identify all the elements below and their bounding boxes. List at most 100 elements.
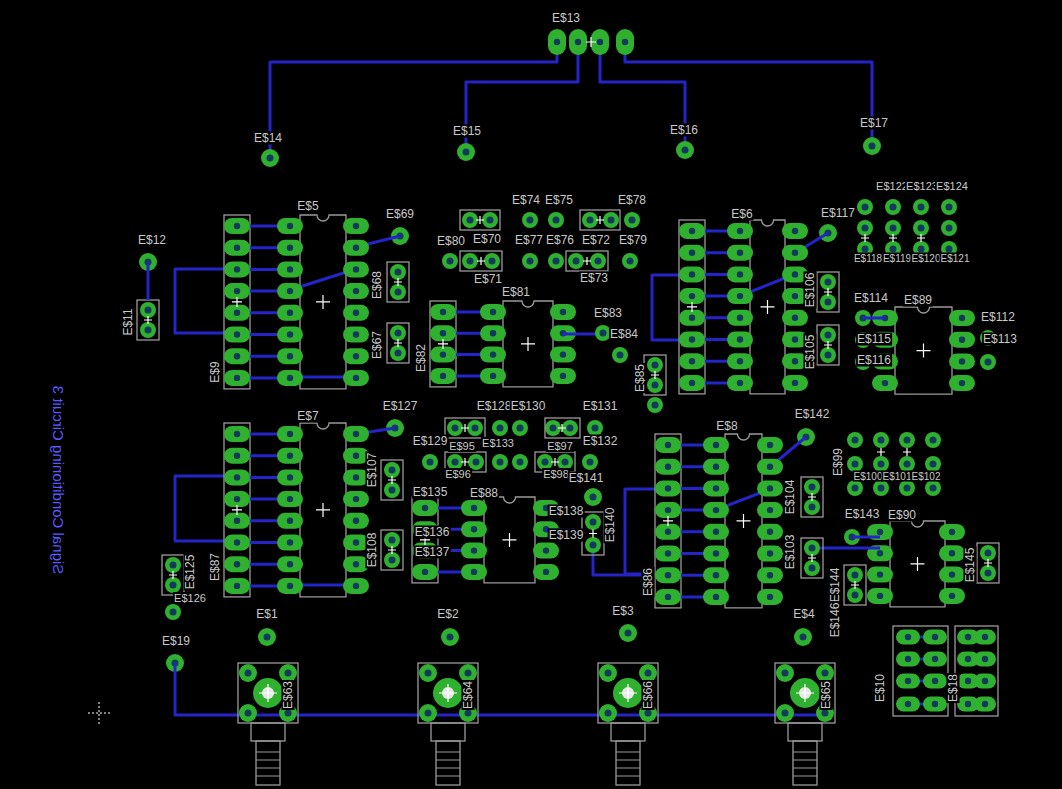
connector-body [256, 741, 280, 785]
smd-pad [277, 370, 303, 386]
part-name: E$115 [856, 333, 892, 346]
drill-hole [689, 380, 695, 386]
copper-trace [147, 262, 150, 300]
ic-outline [300, 215, 346, 389]
round-pad [390, 284, 406, 300]
drill-hole [287, 266, 293, 272]
drill-hole [665, 529, 671, 535]
part-name: E$69 [385, 208, 415, 221]
smd-pad [679, 245, 705, 261]
round-pad [522, 212, 538, 228]
part-name: E$10 [874, 673, 887, 703]
smd-pad [343, 283, 369, 299]
drill-hole [425, 670, 432, 677]
part-outline [582, 512, 604, 555]
part-outline [137, 300, 159, 340]
drill-hole [822, 670, 829, 677]
drill-hole [792, 271, 798, 277]
drill-hole [890, 246, 897, 253]
round-pad [584, 488, 602, 506]
drill-hole [395, 350, 402, 357]
smd-pad [224, 491, 250, 507]
drill-hole [825, 332, 832, 339]
drill-hole [622, 39, 628, 45]
smd-pad [757, 546, 783, 562]
round-pad [590, 253, 606, 269]
part-name: E$15 [452, 125, 482, 138]
part-name: E$98 [542, 468, 570, 480]
smd-pad [679, 353, 705, 369]
drill-hole [665, 507, 671, 513]
smd-pad [703, 480, 729, 496]
drill-hole [767, 464, 773, 470]
drill-hole [932, 678, 938, 684]
drill-hole [965, 656, 971, 662]
round-pad [624, 212, 640, 228]
smd-pad [224, 469, 250, 485]
smd-pad [343, 218, 369, 234]
origin-cross [889, 234, 897, 242]
drill-hole [852, 592, 859, 599]
origin-cross [477, 257, 485, 265]
drill-hole [287, 288, 293, 294]
copper-trace [466, 42, 578, 152]
connector-ridge [793, 760, 817, 761]
origin-mark [88, 702, 110, 724]
part-name: E$85 [634, 363, 647, 393]
part-name: E$79 [618, 234, 648, 247]
smd-pad [224, 535, 250, 551]
smd-pad [277, 513, 303, 529]
round-pad [676, 141, 694, 159]
origin-cross [394, 339, 402, 347]
connector-ridge [436, 776, 460, 777]
part-name: E$95 [448, 440, 476, 452]
origin-cross [589, 530, 597, 538]
part-name: E$136 [414, 526, 451, 539]
connector-ridge [436, 760, 460, 761]
round-pad [442, 253, 458, 269]
connector-ridge [793, 776, 817, 777]
part-name: E$132 [582, 435, 619, 448]
drill-hole [959, 315, 965, 321]
smd-pad [533, 543, 559, 559]
smd-pad [277, 491, 303, 507]
smd-pad [224, 578, 250, 594]
round-pad [522, 253, 538, 269]
drill-hole [471, 526, 477, 532]
round-pad [390, 264, 406, 280]
drill-hole [946, 225, 953, 232]
smd-pad [224, 327, 250, 343]
part-name: E$118 [853, 253, 883, 264]
smd-pad [461, 521, 487, 537]
origin-cross [259, 684, 277, 702]
part-outline [387, 323, 409, 363]
drill-hole [905, 701, 911, 707]
smd-pad [727, 353, 753, 369]
drill-hole [869, 143, 876, 150]
drill-hole [245, 710, 252, 717]
drill-hole [517, 459, 524, 466]
smd-pad [655, 524, 681, 540]
drill-hole [287, 223, 293, 229]
smd-pad [757, 524, 783, 540]
drill-hole [852, 437, 859, 444]
smd-pad [430, 347, 456, 363]
drill-hole [550, 425, 557, 432]
smd-pad [782, 245, 808, 261]
round-pad [585, 537, 601, 553]
drill-hole [440, 373, 446, 379]
drill-hole [287, 331, 293, 337]
smd-pad [343, 426, 369, 442]
part-outline [381, 460, 403, 500]
drill-hole [287, 431, 293, 437]
drill-hole [234, 223, 240, 229]
drill-hole [645, 710, 652, 717]
part-name: E$106 [804, 272, 817, 309]
part-outline [418, 663, 478, 723]
drill-hole [982, 678, 988, 684]
part-name: E$129 [412, 435, 449, 448]
round-pad [913, 220, 929, 236]
part-name: E$75 [544, 194, 574, 207]
round-pad [462, 212, 478, 228]
drill-hole [527, 258, 534, 265]
